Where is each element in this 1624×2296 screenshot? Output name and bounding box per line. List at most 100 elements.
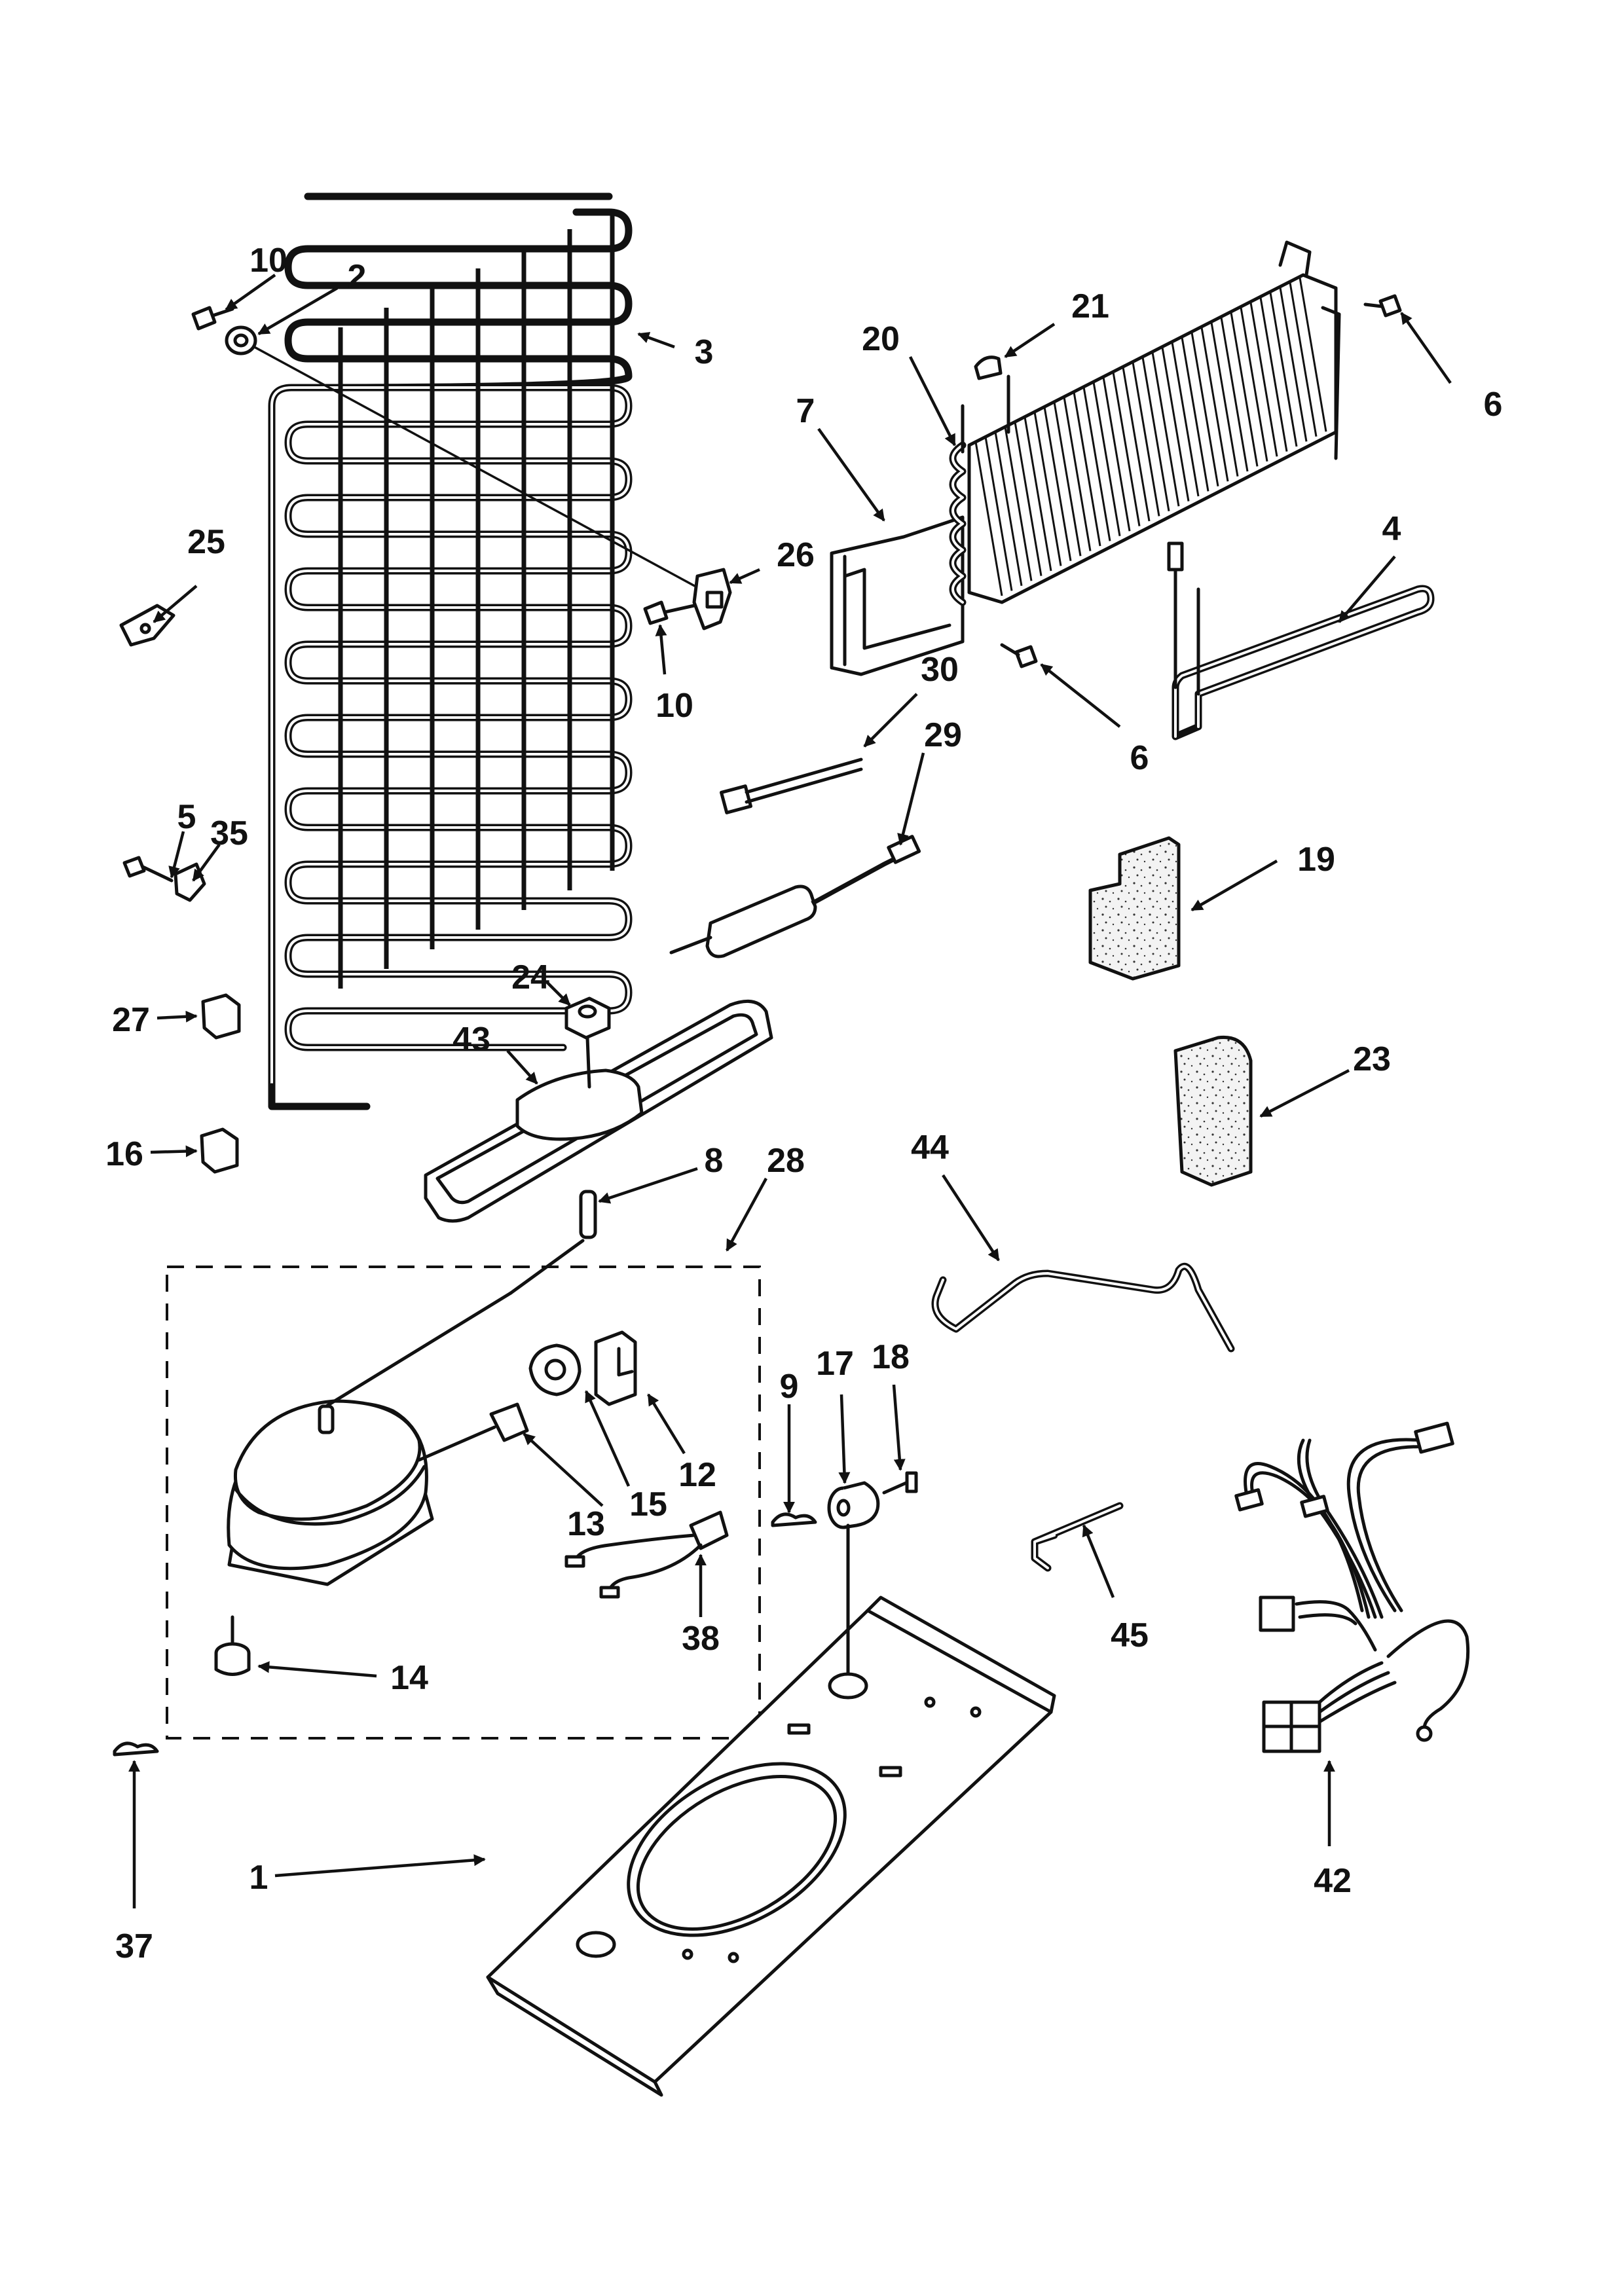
callout-12: 12: [678, 1456, 716, 1494]
callout-44: 44: [911, 1129, 949, 1167]
clip-37: [113, 1741, 159, 1757]
callout-26: 26: [777, 536, 815, 574]
evaporator-fin: [1181, 337, 1209, 492]
screw-6-top: [1363, 294, 1402, 318]
callout-8: 8: [705, 1142, 724, 1180]
evaporator-fin: [984, 437, 1013, 591]
harness-38: [564, 1510, 729, 1599]
evaporator-fin: [1102, 376, 1131, 532]
callout-1: 1: [249, 1859, 268, 1897]
callout-13: 13: [567, 1505, 605, 1543]
callout-6-top: 6: [1484, 386, 1503, 424]
tube-45: [1031, 1502, 1124, 1572]
drier-29: [669, 835, 921, 958]
callout-27: 27: [112, 1001, 150, 1039]
callout-38: 38: [682, 1620, 720, 1658]
overload-15: [528, 1343, 581, 1396]
evaporator-fin: [1230, 312, 1259, 467]
callout-10-top: 10: [249, 242, 287, 280]
screw-6-bottom: [1000, 643, 1038, 668]
clip-21: [974, 355, 1003, 380]
tube-44: [931, 1262, 1235, 1353]
evaporator-fin: [974, 441, 1003, 596]
callout-4: 4: [1382, 510, 1401, 548]
evaporator-fin: [1171, 342, 1200, 497]
callout-25: 25: [187, 523, 225, 561]
nut-24: [564, 996, 611, 1089]
callout-7: 7: [796, 392, 815, 430]
callout-35: 35: [210, 814, 248, 852]
evaporator-fin: [1073, 392, 1101, 547]
callout-14: 14: [390, 1659, 428, 1697]
callout-43: 43: [452, 1021, 490, 1059]
defrost-heater-4: [1167, 541, 1435, 740]
evaporator-fin: [1132, 362, 1160, 517]
callout-24: 24: [511, 958, 549, 996]
evaporator-fin: [1190, 332, 1219, 487]
evaporator-fin: [1220, 317, 1249, 472]
callout-18: 18: [872, 1338, 910, 1376]
callout-21: 21: [1071, 287, 1109, 325]
clip-16: [200, 1127, 239, 1174]
callout-19: 19: [1297, 841, 1335, 879]
evaporator-fin: [1004, 426, 1033, 581]
callout-45: 45: [1111, 1616, 1149, 1654]
evaporator-fin: [1269, 292, 1298, 447]
evaporator-fin: [1082, 387, 1111, 541]
evaporator-fin: [1249, 302, 1278, 457]
evaporator-fin: [1122, 367, 1151, 522]
evaporator-fin: [1279, 287, 1308, 442]
evaporator-fin: [1053, 401, 1082, 556]
evaporator-fin: [1210, 322, 1239, 477]
relay-cover-12: [594, 1330, 637, 1406]
screw-10-mid: [643, 600, 696, 625]
evaporator-fin: [1112, 372, 1141, 526]
thermistor-30: [720, 757, 863, 814]
callout-3: 3: [695, 333, 714, 371]
foam-block-23: [1173, 1035, 1253, 1187]
callout-28: 28: [767, 1142, 805, 1180]
evaporator-fin: [1259, 297, 1288, 452]
base-pan-1: [486, 1523, 1056, 2097]
callout-29: 29: [924, 716, 962, 754]
callout-9: 9: [780, 1368, 799, 1406]
grommet-2: [225, 325, 257, 355]
callout-37: 37: [115, 1927, 153, 1965]
callout-labels: 10 2 3 21 20 7 6 4 26 10 6 30 29 19 23 2…: [105, 242, 1502, 1965]
evaporator-fin: [1024, 416, 1052, 572]
evaporator-fin: [1161, 347, 1190, 501]
callout-23: 23: [1353, 1040, 1391, 1078]
callout-42: 42: [1314, 1862, 1352, 1900]
roller-17: [827, 1481, 880, 1529]
evaporator-fin: [994, 431, 1023, 587]
callout-30: 30: [921, 651, 959, 689]
callout-20: 20: [862, 320, 900, 358]
compressor: [227, 1239, 585, 1586]
evaporator-fin: [1014, 422, 1043, 576]
callout-10-mid: 10: [655, 687, 693, 725]
drain-pan-43: [424, 999, 773, 1223]
callout-2: 2: [348, 258, 367, 296]
screw-10-top: [191, 306, 234, 331]
evaporator-fin: [1240, 307, 1268, 462]
callout-5: 5: [177, 798, 196, 836]
clip-9: [771, 1512, 817, 1527]
evaporator-fin: [1063, 397, 1092, 551]
bracket-26: [692, 568, 732, 630]
evaporator: [830, 240, 1341, 676]
clip-27: [201, 993, 241, 1040]
evaporator-fin: [1200, 327, 1229, 482]
wire-harness-42: [1234, 1421, 1470, 1753]
callout-16: 16: [105, 1135, 143, 1173]
condenser-coil: [268, 192, 633, 1110]
evaporator-fin: [1033, 412, 1062, 566]
callout-17: 17: [816, 1345, 854, 1383]
callout-6-bottom: 6: [1130, 739, 1149, 777]
evaporator-fin: [1141, 357, 1170, 512]
evaporator-fin: [1151, 352, 1180, 507]
relay-13: [417, 1402, 529, 1462]
evaporator-fin: [1299, 277, 1327, 432]
screw-18: [882, 1471, 918, 1495]
evaporator-fin: [1043, 407, 1072, 562]
